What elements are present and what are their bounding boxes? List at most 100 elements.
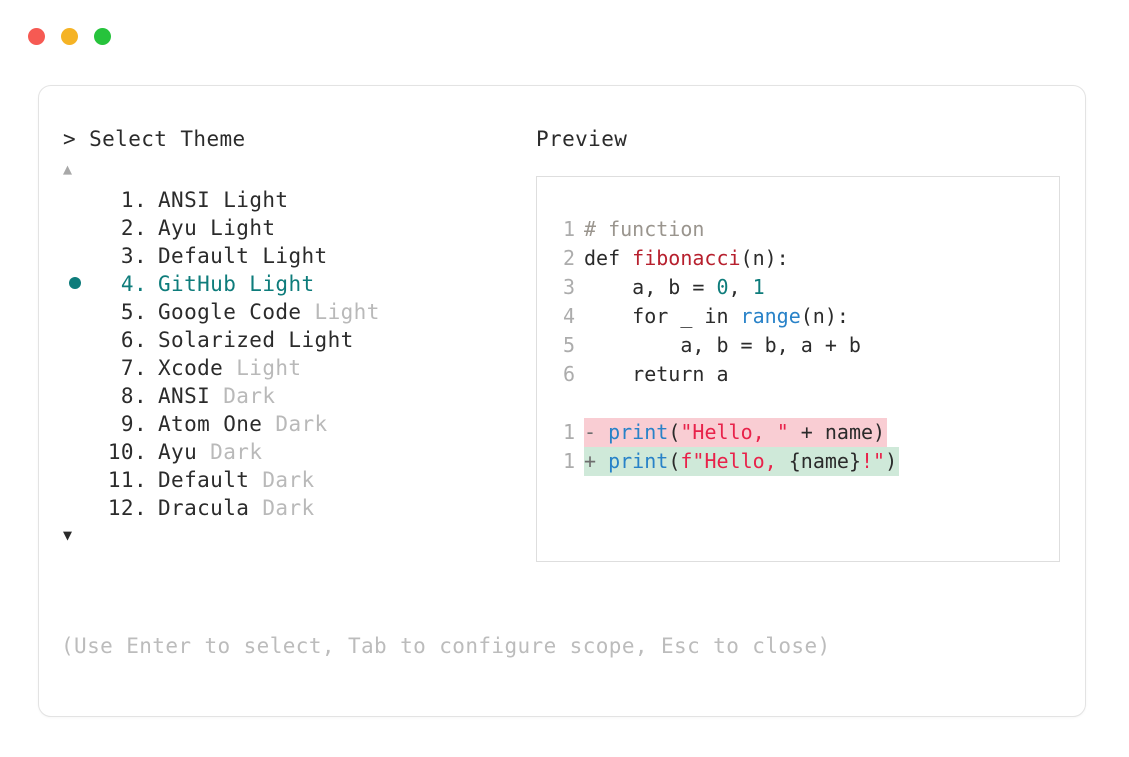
theme-item-variant: Light [249, 244, 328, 268]
code-token-plain: {name} [788, 449, 861, 473]
code-token-plain: ) [885, 449, 898, 473]
code-line: 1# function [537, 215, 1059, 244]
diff-line-body: - print("Hello, " + name) [584, 418, 888, 447]
theme-item-name: Default [158, 468, 250, 492]
theme-item-index: 11. [107, 468, 147, 492]
theme-list-item[interactable]: 9. Atom One Dark [63, 410, 523, 438]
code-spacer [537, 389, 1059, 418]
theme-item-name: Default [158, 244, 250, 268]
theme-item-name: ANSI [158, 384, 211, 408]
theme-list-item[interactable]: 3. Default Light [63, 242, 523, 270]
code-token-plain: , [728, 275, 753, 299]
code-line-number: 2 [562, 246, 575, 270]
theme-item-variant: Light [197, 216, 276, 240]
code-token-num: 1 [752, 275, 765, 299]
theme-list-column: > Select Theme ▲ 1. ANSI Light 2. Ayu Light… [63, 126, 523, 546]
code-token-plain: a, b = [584, 275, 717, 299]
close-dot[interactable] [28, 28, 45, 45]
code-token-fn: fibonacci [632, 246, 741, 270]
code-token-plain: for _ in [584, 304, 741, 328]
theme-item-index: 2. [120, 216, 147, 240]
theme-item-name: Dracula [158, 496, 250, 520]
diff-line-number: 1 [562, 420, 575, 444]
scroll-down-arrow[interactable]: ▼ [63, 526, 73, 544]
scroll-up-arrow[interactable]: ▲ [63, 160, 73, 178]
theme-item-index: 1. [120, 188, 147, 212]
theme-list-item[interactable]: 7.Xcode Light [63, 354, 523, 382]
theme-list-item[interactable]: 5.Google Code Light [63, 298, 523, 326]
code-line-text: for _ in range(n): [584, 302, 849, 331]
theme-item-variant: Light [223, 356, 302, 380]
code-line-text: def fibonacci(n): [584, 244, 789, 273]
theme-list-item[interactable]: 11.Default Dark [63, 466, 523, 494]
select-theme-prompt: > Select Theme [63, 127, 246, 151]
code-token-str: f"Hello, [680, 449, 789, 473]
theme-item-variant: Dark [197, 440, 263, 464]
theme-item-index: 7. [120, 356, 147, 380]
theme-list-item[interactable]: 2. Ayu Light [63, 214, 523, 242]
theme-item-variant: Dark [249, 496, 315, 520]
theme-item-name: ANSI [158, 188, 211, 212]
theme-item-index: 9. [120, 412, 147, 436]
code-token-plain: return a [584, 362, 729, 386]
diff-line-del: 1 - print("Hello, " + name) [537, 418, 1059, 447]
minimize-dot[interactable] [61, 28, 78, 45]
code-line: 3 a, b = 0, 1 [537, 273, 1059, 302]
theme-item-variant: Dark [262, 412, 328, 436]
diff-line-body: + print(f"Hello, {name}!") [584, 447, 900, 476]
code-line-number: 6 [562, 362, 575, 386]
theme-item-name: Ayu [158, 216, 198, 240]
code-line-number: 1 [562, 217, 575, 241]
theme-item-variant: Dark [210, 384, 276, 408]
code-token-num: 0 [716, 275, 729, 299]
theme-item-name: Solarized [158, 328, 276, 352]
theme-item-variant: Light [210, 188, 289, 212]
theme-list-item[interactable]: 1. ANSI Light [63, 186, 523, 214]
code-token-plain: ( [668, 420, 681, 444]
theme-item-index: 5. [120, 300, 147, 324]
theme-item-name: GitHub [158, 272, 237, 296]
code-token-str: !" [860, 449, 886, 473]
theme-item-variant: Light [275, 328, 354, 352]
theme-list-item[interactable]: 10.Ayu Dark [63, 438, 523, 466]
theme-list-item[interactable]: 8. ANSI Dark [63, 382, 523, 410]
diff-line-number: 1 [562, 449, 575, 473]
code-line-text: return a [584, 360, 729, 389]
theme-item-index: 12. [107, 496, 147, 520]
code-line-text: a, b = 0, 1 [584, 273, 765, 302]
theme-list-item[interactable]: 4. GitHub Light [63, 270, 523, 298]
code-line: 4 for _ in range(n): [537, 302, 1059, 331]
maximize-dot[interactable] [94, 28, 111, 45]
theme-list-item[interactable]: 12. Dracula Dark [63, 494, 523, 522]
diff-lines: 1- print("Hello, " + name)1+ print(f"Hel… [537, 418, 1059, 476]
theme-item-index: 3. [120, 244, 147, 268]
keyboard-hint: (Use Enter to select, Tab to configure s… [61, 634, 831, 658]
code-token-str: "Hello, " [680, 420, 789, 444]
code-line: 2 def fibonacci(n): [537, 244, 1059, 273]
theme-item-variant: Light [236, 272, 315, 296]
preview-label: Preview [536, 127, 628, 151]
code-line-text: a, b = b, a + b [584, 331, 861, 360]
theme-item-name: Atom One [158, 412, 263, 436]
theme-item-index: 6. [120, 328, 147, 352]
code-token-builtin: range [740, 304, 801, 328]
selected-bullet-icon [69, 277, 81, 289]
code-token-builtin: print [608, 449, 669, 473]
code-token-plain: ( [668, 449, 681, 473]
diff-sign: + [584, 449, 609, 473]
code-token-plain: (n): [740, 246, 789, 270]
code-token-kw: def [584, 246, 633, 270]
theme-selector-panel: > Select Theme ▲ 1. ANSI Light 2. Ayu Light… [38, 85, 1086, 717]
theme-list-item[interactable]: 6. Solarized Light [63, 326, 523, 354]
theme-item-index: 10. [107, 440, 147, 464]
theme-item-variant: Light [301, 300, 380, 324]
code-line-number: 5 [562, 333, 575, 357]
theme-item-index: 4. [120, 272, 147, 296]
theme-item-index: 8. [120, 384, 147, 408]
code-token-plain: + name) [788, 420, 886, 444]
diff-sign: - [584, 420, 609, 444]
